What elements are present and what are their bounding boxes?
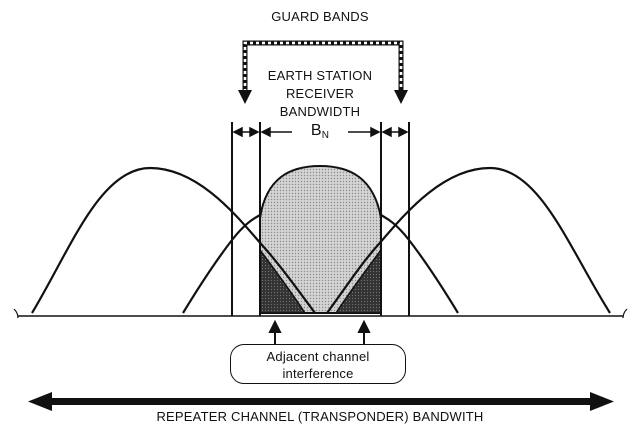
esr-line-1: EARTH STATION	[267, 68, 373, 83]
earth-station-receiver-bandwidth-label: EARTH STATION RECEIVER BANDWIDTH	[250, 67, 390, 121]
interference-pointer-arrows	[268, 319, 371, 346]
bn-subscript: N	[321, 130, 330, 141]
desired-carrier-spectrum	[259, 164, 382, 314]
aci-line-2: interference	[282, 366, 354, 381]
aci-line-1: Adjacent channel	[266, 349, 370, 364]
repeater-channel-bandwidth-label: REPEATER CHANNEL (TRANSPONDER) BANDWITH	[156, 409, 484, 424]
bn-main: B	[310, 122, 322, 139]
esr-line-3: BANDWIDTH	[279, 104, 361, 119]
repeater-bandwidth-arrow	[28, 392, 614, 411]
guard-bands-bracket	[238, 40, 408, 104]
esr-line-2: RECEIVER	[285, 86, 355, 101]
adjacent-channel-right-curve	[326, 166, 611, 314]
interference-region-left	[259, 247, 307, 314]
adjacent-channel-left-curve	[31, 166, 316, 314]
guard-width-arrows	[232, 126, 409, 138]
guard-bands-label: GUARD BANDS	[271, 9, 369, 24]
bn-bandwidth-label: BN	[300, 123, 340, 144]
adjacent-channel-interference-box: Adjacent channel interference	[230, 344, 406, 384]
interference-region-right	[334, 247, 382, 314]
